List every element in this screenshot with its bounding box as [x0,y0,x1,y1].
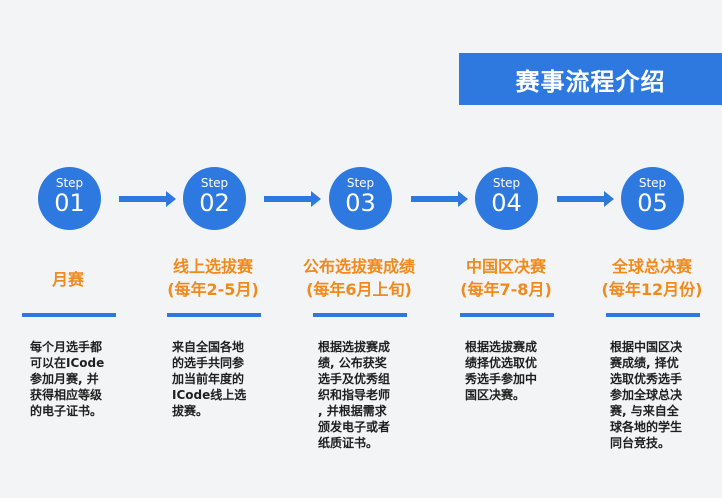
step-circle-5: Step 05 [621,167,684,230]
arrow-right-icon [264,191,321,207]
step-title: 线上选拔赛 [172,257,253,276]
step-circle-3: Step 03 [329,167,392,230]
step-divider-5 [606,313,700,317]
step-title: 中国区决赛 [465,257,546,276]
step-divider-4 [460,313,554,317]
step-heading-3: 公布选拔赛成绩 (每年6月上旬) [289,255,429,301]
step-divider-3 [313,313,407,317]
step-circle-4: Step 04 [475,167,538,230]
step-title: 月赛 [51,270,84,289]
step-description-5: 根据中国区决 赛成绩, 择优 选取优秀选手 参加全球总决 赛, 与来自全 球各地… [610,340,683,450]
arrow-right-icon [119,191,176,207]
arrow-right-icon [557,191,614,207]
step-label: Step [638,176,667,190]
step-label: Step [346,176,375,190]
step-heading-4: 中国区决赛 (每年7-8月) [436,255,576,301]
step-title: 全球总决赛 [611,257,692,276]
step-number: 02 [199,189,230,217]
section-title: 赛事流程介绍 [459,53,722,105]
step-number: 03 [345,189,376,217]
step-label: Step [200,176,229,190]
arrow-right-icon [411,191,468,207]
step-description-2: 来自全国各地 的选手共同参 加当前年度的 ICode线上选 拔赛。 [172,340,247,418]
step-period: (每年7-8月) [460,280,552,299]
step-period: (每年6月上旬) [306,280,412,299]
step-heading-5: 全球总决赛 (每年12月份) [582,255,722,301]
step-number: 04 [491,189,522,217]
step-description-3: 根据选拔赛成 绩, 公布获奖 选手及优秀组 织和指导老师 , 并根据需求 颁发电… [318,340,391,450]
step-label: Step [55,176,84,190]
step-number: 05 [637,189,668,217]
step-divider-1 [22,313,116,317]
step-description-1: 每个月选手都 可以在ICode 参加月赛, 并 获得相应等级 的电子证书。 [30,340,105,418]
step-period: (每年2-5月) [167,280,259,299]
step-heading-1: 月赛 [0,268,138,291]
step-circle-2: Step 02 [183,167,246,230]
step-description-4: 根据选拔赛成 绩择优选取优 秀选手参加中 国区决赛。 [465,340,538,402]
step-label: Step [492,176,521,190]
step-heading-2: 线上选拔赛 (每年2-5月) [143,255,283,301]
step-divider-2 [167,313,261,317]
step-period: (每年12月份) [601,280,703,299]
step-title: 公布选拔赛成绩 [302,257,415,276]
step-circle-1: Step 01 [38,167,101,230]
step-number: 01 [54,189,85,217]
